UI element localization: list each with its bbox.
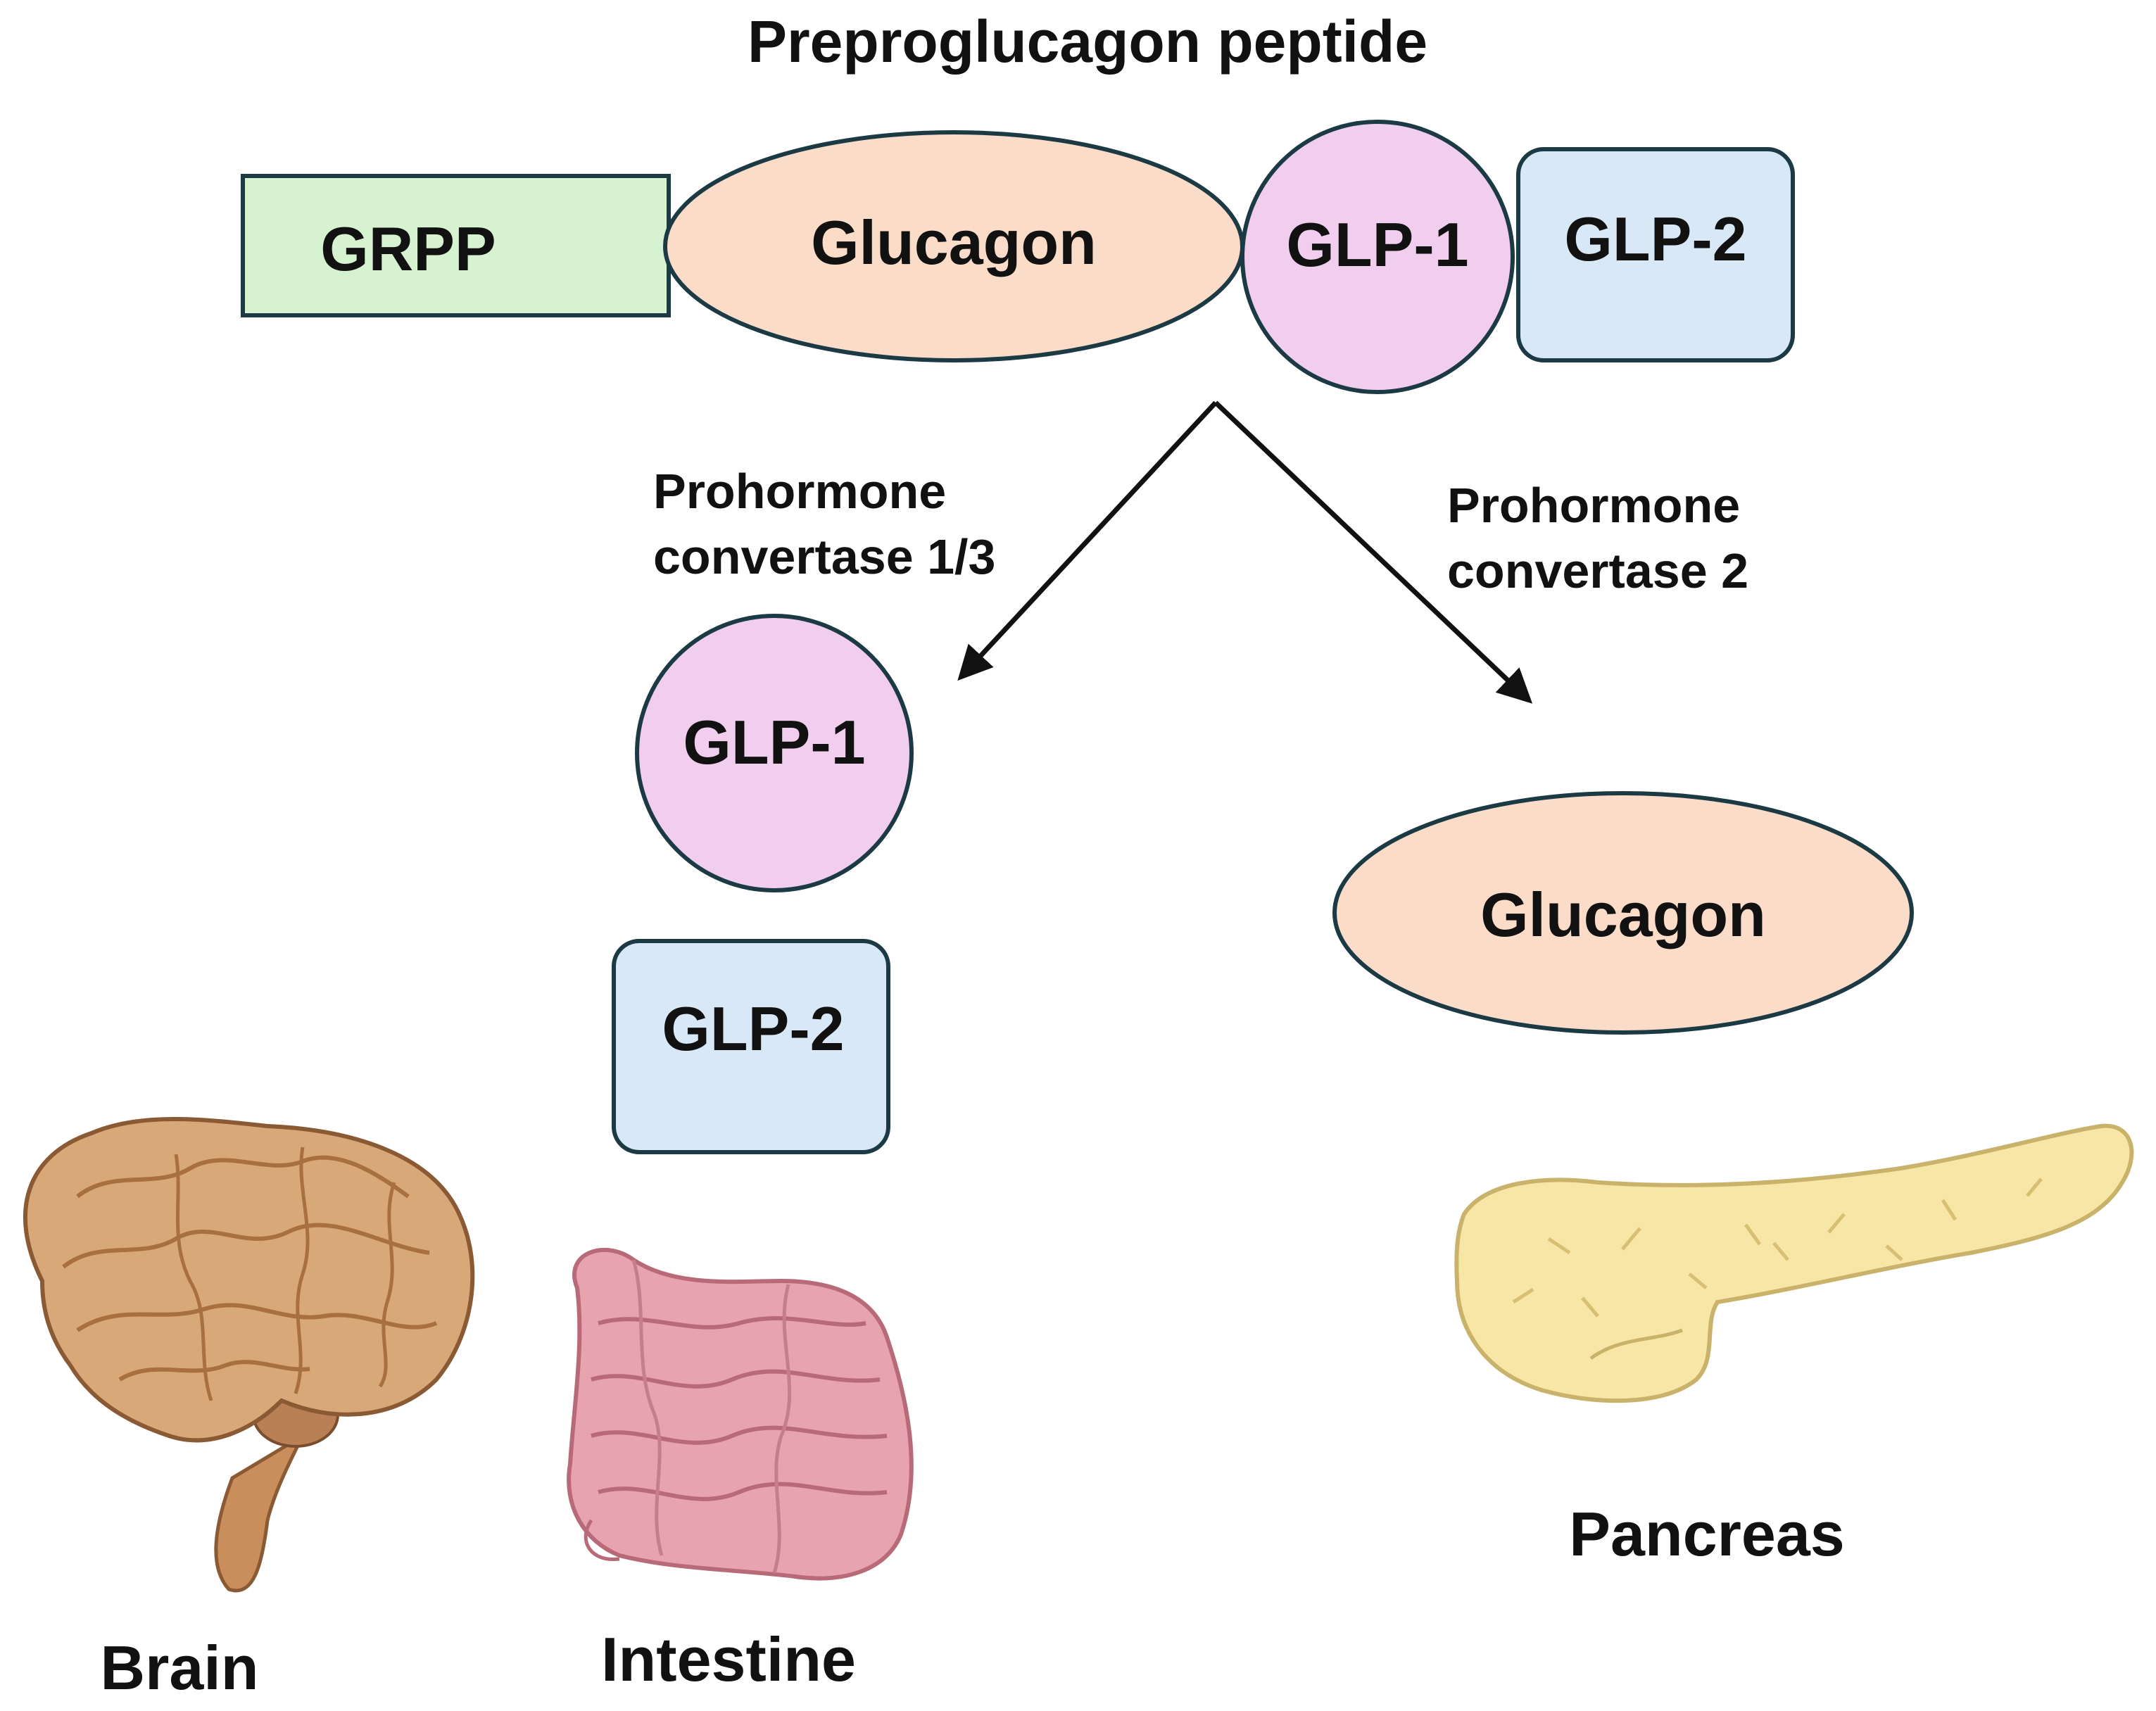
intestine-icon <box>567 1247 914 1581</box>
product-glp1-label: GLP-1 <box>683 707 865 777</box>
grpp-box <box>241 174 671 317</box>
enzyme-label-pc13: Prohormone convertase 1/3 <box>653 464 995 584</box>
organ-label-intestine: Intestine <box>601 1624 856 1694</box>
enzyme-pc2-line1: Prohormone <box>1447 478 1740 533</box>
enzyme-pc13-line1: Prohormone <box>653 464 946 519</box>
diagram-title: Preproglucagon peptide <box>748 8 1427 75</box>
glucagon-label: Glucagon <box>811 208 1097 277</box>
product-glp1: GLP-1 <box>635 614 914 892</box>
preproglucagon-chain: GRPP Glucagon GLP-1 GLP-2 <box>241 120 1795 394</box>
enzyme-pc13-line2: convertase 1/3 <box>653 529 995 584</box>
glp2-label: GLP-2 <box>1564 204 1746 274</box>
glp1-circle <box>1240 120 1515 394</box>
enzyme-label-pc2: Prohormone convertase 2 <box>1447 478 1748 598</box>
pancreas-icon <box>1454 1123 2134 1403</box>
product-glucagon-ellipse <box>1332 791 1914 1035</box>
product-glucagon: Glucagon <box>1332 791 1914 1035</box>
brain-icon <box>23 1117 475 1593</box>
arrow-to-intestinal-products <box>957 400 1218 681</box>
product-glp2-box <box>612 939 890 1154</box>
glp2-box <box>1516 147 1795 362</box>
product-glp1-circle <box>635 614 914 892</box>
glp1-label: GLP-1 <box>1286 210 1468 279</box>
cleavage-arrows <box>957 400 1533 704</box>
organ-label-pancreas: Pancreas <box>1569 1499 1844 1569</box>
grpp-label: GRPP <box>320 214 496 284</box>
enzyme-pc2-line2: convertase 2 <box>1447 543 1748 598</box>
arrow-to-pancreatic-product <box>1213 400 1533 704</box>
product-glucagon-label: Glucagon <box>1480 880 1766 949</box>
organ-label-brain: Brain <box>101 1633 259 1703</box>
product-glp2: GLP-2 <box>612 939 890 1154</box>
product-glp2-label: GLP-2 <box>662 994 844 1063</box>
